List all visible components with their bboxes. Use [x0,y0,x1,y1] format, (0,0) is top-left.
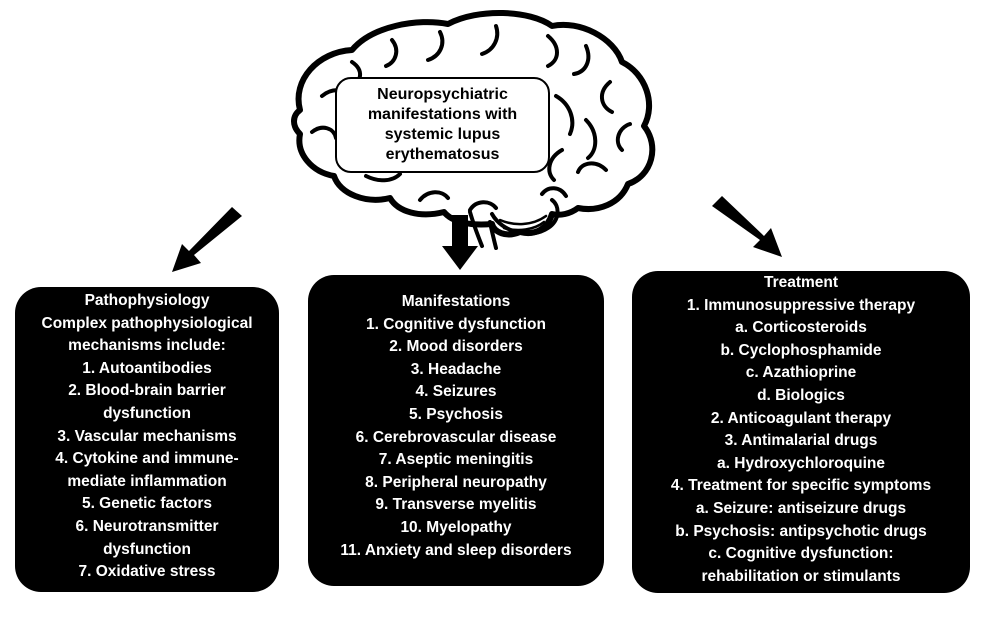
pathophysiology-heading: Pathophysiology [84,292,210,309]
pathophysiology-list: Complex pathophysiological mechanisms in… [15,313,279,584]
manifestations-heading: Manifestations [401,293,511,310]
list-item: 11. Anxiety and sleep disorders [340,541,572,559]
list-item: 3. Antimalarial drugs [724,432,878,450]
list-item: b. Cyclophosphamide [720,341,882,359]
list-item: a. Hydroxychloroquine [717,454,885,472]
list-item: 2. Blood-brain barrier [68,382,226,400]
list-item: 2. Mood disorders [389,338,523,356]
central-topic-title: Neuropsychiatric manifestations with sys… [367,86,518,163]
list-item: rehabilitation or stimulants [701,567,901,585]
list-item: 7. Oxidative stress [78,563,216,581]
list-item: a. Corticosteroids [735,319,867,337]
manifestations-panel: Manifestations 1. Cognitive dysfunction … [308,275,604,586]
list-item: 4. Seizures [415,383,497,401]
list-item: 1. Cognitive dysfunction [366,315,546,333]
arrow-down-left-icon [172,207,242,272]
manifestations-list: 1. Cognitive dysfunction 2. Mood disorde… [308,314,604,563]
list-item: a. Seizure: antiseizure drugs [695,499,907,517]
list-item: 3. Vascular mechanisms [57,427,237,445]
treatment-panel: Treatment 1. Immunosuppressive therapy a… [632,271,970,593]
list-item: 10. Myelopathy [400,518,512,536]
list-item: 6. Neurotransmitter [75,517,219,535]
list-item: 2. Anticoagulant therapy [710,409,892,427]
list-item: Complex pathophysiological [41,314,253,332]
list-item: mediate inflammation [67,472,227,490]
list-item: dysfunction [103,404,191,422]
list-item: 9. Transverse myelitis [375,496,537,514]
list-item: 3. Headache [410,360,502,378]
list-item: 4. Cytokine and immune- [55,450,239,468]
list-item: 5. Psychosis [409,405,503,423]
list-item: 6. Cerebrovascular disease [355,428,557,446]
brain-icon [291,9,656,250]
list-item: 5. Genetic factors [81,495,213,513]
treatment-heading: Treatment [763,274,839,291]
treatment-list: 1. Immunosuppressive therapy a. Corticos… [632,295,970,589]
list-item: dysfunction [103,540,191,558]
list-item: c. Cognitive dysfunction: [708,545,894,563]
list-item: 7. Aseptic meningitis [378,451,534,469]
list-item: mechanisms include: [68,337,226,355]
pathophysiology-panel: Pathophysiology Complex pathophysiologic… [15,287,279,592]
list-item: 4. Treatment for specific symptoms [670,477,932,495]
list-item: 1. Immunosuppressive therapy [686,296,916,314]
list-item: b. Psychosis: antipsychotic drugs [675,522,927,540]
central-topic-box: Neuropsychiatric manifestations with sys… [335,77,550,173]
list-item: 8. Peripheral neuropathy [365,473,547,491]
arrow-down-icon [442,215,478,270]
list-item: 1. Autoantibodies [82,359,212,377]
list-item: c. Azathioprine [745,364,857,382]
arrow-down-right-icon [712,196,782,257]
list-item: d. Biologics [757,386,845,404]
